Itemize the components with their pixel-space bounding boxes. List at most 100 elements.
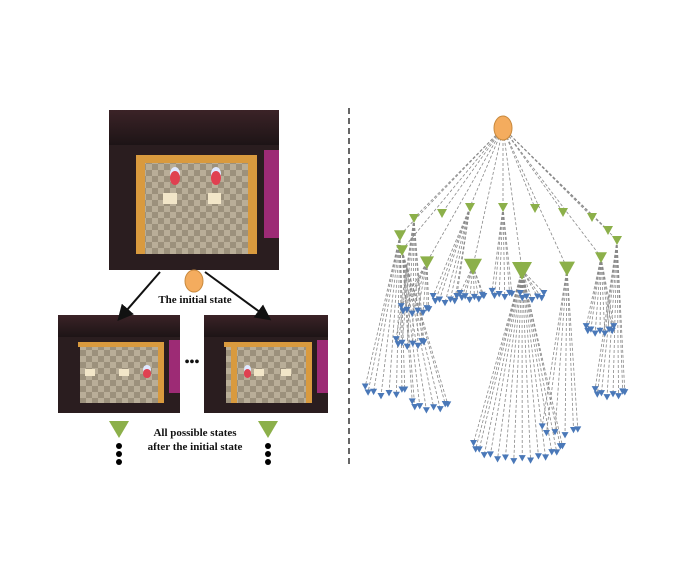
leaf-state-node [430, 404, 438, 411]
tree-edge [441, 127, 504, 214]
leaf-state-node [621, 389, 629, 396]
tree-edge [541, 267, 568, 427]
leaf-state-node [361, 383, 369, 390]
tree-edge [395, 234, 401, 395]
leaf-state-node [398, 339, 406, 347]
leaf-state-node [403, 343, 411, 350]
leaf-state-node [553, 449, 561, 456]
tree-edge [554, 267, 568, 432]
tree-edge [401, 249, 421, 406]
leaf-state-node [538, 423, 546, 430]
leaf-state-node [570, 426, 578, 434]
tree-edge [505, 269, 523, 458]
leaf-state-node [615, 393, 623, 400]
tree-edge [521, 269, 539, 457]
leaf-state-node [516, 289, 524, 297]
state-node [512, 262, 532, 280]
tree-edge [502, 127, 564, 213]
tree-edge [521, 269, 553, 452]
leaf-state-node [596, 327, 604, 335]
next-state-screenshot-2 [204, 315, 328, 413]
tree-edge [497, 269, 523, 460]
tree-edge [590, 256, 602, 330]
tree-edge [502, 127, 536, 209]
tree-edge [401, 249, 435, 408]
tree-edge [400, 261, 428, 307]
tree-edge [498, 206, 504, 294]
vertical-dots-1 [116, 443, 122, 467]
initial-state-node [184, 269, 204, 293]
leaf-state-node [420, 339, 428, 346]
leaf-state-node [408, 398, 416, 405]
leaf-state-node [593, 391, 601, 398]
leaf-state-node [456, 289, 464, 297]
leaf-state-node [385, 390, 393, 397]
leaf-state-node [527, 457, 535, 464]
tree-edge [434, 206, 471, 301]
leaf-state-node [610, 323, 618, 330]
tree-edge [373, 234, 401, 392]
leaf-state-node [609, 391, 617, 398]
tree-edge [612, 239, 618, 394]
leaf-state-node [431, 298, 439, 305]
tree-edge [413, 217, 425, 342]
tree-edge [521, 269, 545, 294]
leaf-state-node [453, 292, 461, 300]
tree-edge [413, 127, 504, 219]
tree-edge [413, 217, 423, 342]
state-node [559, 261, 575, 276]
tree-edge [417, 261, 428, 311]
leaf-state-node [501, 294, 509, 301]
tree-edge [475, 269, 523, 450]
tree-edge [478, 269, 523, 450]
state-node [595, 252, 607, 263]
tree-edge [587, 256, 602, 331]
leaf-state-node [510, 458, 518, 465]
tree-edge [439, 206, 471, 300]
leaf-state-node [561, 432, 569, 439]
tree-edge [399, 234, 403, 390]
leaf-state-node [480, 292, 488, 300]
vertical-dots-2 [265, 443, 271, 467]
tree-edge [546, 267, 568, 433]
tree-edge [444, 206, 471, 303]
leaf-state-node [436, 406, 444, 413]
leaf-state-node [370, 388, 378, 396]
tree-edge [599, 256, 602, 331]
leaf-state-node [461, 293, 469, 300]
search-tree [361, 115, 629, 465]
tree-edge [600, 256, 610, 330]
tree-nodes [361, 115, 629, 465]
leaf-state-node [429, 292, 437, 300]
leaf-state-node [377, 393, 385, 400]
leaf-state-node [392, 391, 400, 399]
leaf-state-node [436, 296, 444, 303]
tree-edge [401, 249, 416, 407]
tree-edge [616, 239, 626, 392]
leaf-state-node [411, 404, 419, 411]
tree-edge [600, 256, 615, 326]
leaf-state-node [603, 394, 611, 401]
leaf-state-node [608, 327, 616, 335]
leaf-state-node [538, 295, 546, 302]
tree-edge [388, 234, 401, 393]
leaf-state-node [480, 452, 488, 459]
leaf-state-node [425, 306, 433, 313]
leaf-state-node [403, 306, 411, 314]
state-node [464, 258, 482, 275]
tree-edge [594, 256, 602, 334]
leaf-state-node [399, 308, 407, 315]
tree-edge [502, 206, 510, 293]
state-node [587, 213, 597, 222]
tree-edge [502, 127, 593, 218]
leaf-state-node [475, 446, 483, 453]
leaf-state-node [408, 310, 416, 317]
tree-edge [600, 256, 606, 334]
tree-edge [490, 269, 523, 455]
leaf-state-node [414, 307, 422, 314]
ellipsis-dots: ••• [184, 355, 200, 370]
leaf-state-node [444, 401, 452, 408]
leaf-state-node [451, 298, 459, 305]
tree-edge [422, 261, 428, 313]
leaf-state-node [591, 330, 599, 337]
